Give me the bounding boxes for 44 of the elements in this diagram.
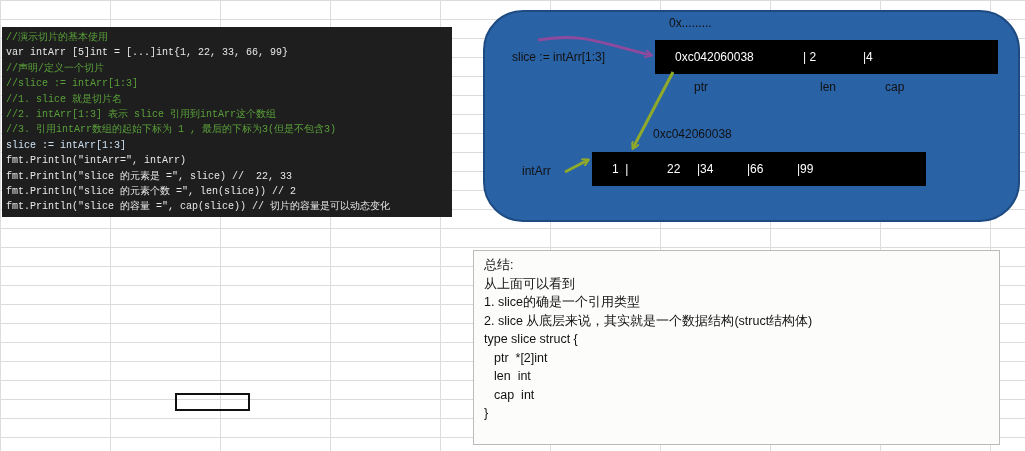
cell-value: |66 [747, 162, 764, 176]
summary-line: 1. slice的确是一个引用类型 [484, 294, 641, 311]
summary-line: } [484, 405, 490, 422]
code-line: //声明/定义一个切片 [6, 61, 105, 76]
summary-line: len int [493, 368, 532, 385]
summary-line: 总结: [484, 257, 515, 274]
summary-line: 从上面可以看到 [484, 275, 576, 293]
cell-value: |34 [697, 162, 714, 176]
address-label: 0x......... [669, 16, 712, 30]
memory-block [655, 40, 998, 74]
field-label: ptr [694, 80, 708, 94]
summary-box [473, 250, 1000, 445]
code-line: fmt.Println("slice 的元素个数 =", len(slice)) // 2 [6, 185, 298, 200]
arrow [631, 71, 675, 150]
code-line: fmt.Println("slice 的容量 =", cap(slice)) // 切片的容量是可以动态变化 [6, 199, 392, 215]
code-line: //slice := intArr[1:3] [6, 77, 140, 92]
arrow [564, 158, 590, 174]
summary-line: cap int [493, 386, 536, 404]
code-line: fmt.Println("slice 的元素是 =", slice) // 22, 33 [6, 169, 294, 184]
cell-value: |99 [797, 162, 814, 176]
code-line: fmt.Println("intArr=", intArr) [6, 154, 188, 169]
code-line: var intArr [5]int = [...]int{1, 22, 33, 66, 99} [6, 46, 290, 61]
summary-line: ptr *[2]int [493, 349, 549, 367]
cell-value: | 2 [803, 50, 817, 64]
cell-value: 0xc042060038 [675, 50, 754, 64]
code-line: //1. slice 就是切片名 [6, 92, 123, 107]
summary-line: 2. slice 从底层来说，其实就是一个数据结构(struct结构体) [484, 312, 814, 330]
diagram-panel [483, 10, 1020, 222]
field-label: len [820, 80, 836, 94]
arrow [537, 35, 653, 59]
cell-value: 22 [667, 162, 681, 176]
memory-block [592, 152, 926, 186]
field-label: cap [885, 80, 905, 94]
variable-label: slice := intArr[1:3] [512, 50, 606, 64]
code-line: slice := intArr[1:3] [6, 138, 128, 153]
code-line: //演示切片的基本使用 [6, 30, 109, 45]
cell-value: |4 [863, 50, 873, 64]
code-panel [2, 27, 452, 217]
cell-value: 1 | [612, 162, 629, 176]
code-line: //3. 引用intArr数组的起始下标为 1 , 最后的下标为3(但是不包含3) [6, 123, 338, 138]
address-label: 0xc042060038 [653, 127, 732, 141]
code-line: //2. intArr[1:3] 表示 slice 引用到intArr这个数组 [6, 107, 278, 123]
summary-line: type slice struct { [484, 331, 579, 348]
variable-label: intArr [522, 164, 551, 178]
